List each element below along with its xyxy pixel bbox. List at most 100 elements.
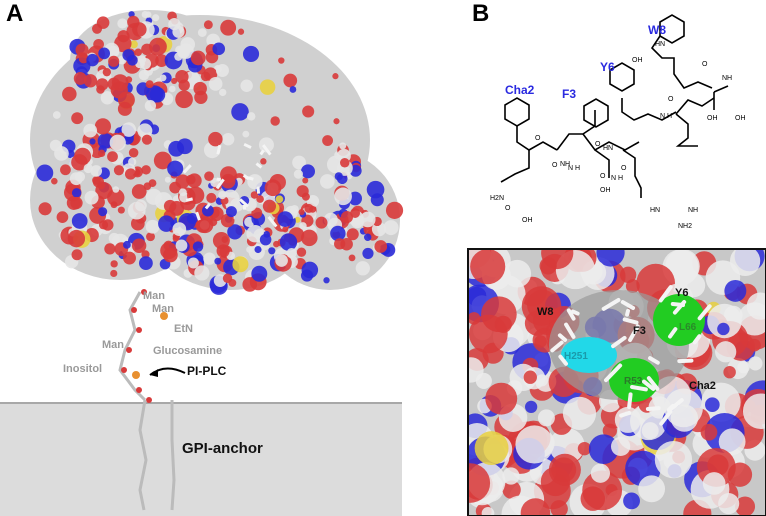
surface-patch [610,436,631,457]
surface-patch [89,138,96,145]
surface-patch [193,81,207,96]
surface-patch [383,220,399,236]
surface-patch [723,365,736,379]
surface-patch [203,252,216,265]
surface-patch [204,171,214,182]
surface-patch [84,190,99,205]
surface-patch [385,201,404,219]
surface-patch [301,261,319,279]
atom-label: O [621,165,627,172]
atom-label: NH [688,207,698,214]
surface-patch [283,73,298,88]
surface-patch [52,111,61,119]
surface-patch [146,85,164,103]
ligand-stick [667,404,675,412]
surface-patch [107,77,121,91]
protein-surface-rendering [30,10,404,511]
surface-patch [228,278,237,287]
surface-patch [470,250,506,285]
ligand-stick [697,304,712,321]
surface-patch [282,226,289,233]
surface-patch [469,463,491,503]
ligand-stick [259,149,265,156]
surface-patch [194,265,210,281]
atom-label: OH [735,115,746,122]
surface-patch [623,492,640,510]
ligand-stick [243,142,252,149]
surface-patch [109,134,126,151]
label-man-3: Man [102,339,124,351]
surface-patch [374,240,388,253]
surface-patch [469,357,484,383]
surface-patch [481,506,495,515]
ligand-stick [255,162,263,169]
surface-patch [520,498,551,515]
chemical-bond [622,149,642,198]
membrane [0,402,402,516]
surface-patch [323,277,330,284]
surface-patch [259,233,272,246]
surface-patch [171,77,178,85]
surface-patch [240,79,253,92]
ligand-stick [630,384,648,392]
surface-patch [258,137,274,153]
surface-patch [134,48,143,57]
glycan-oxygen [136,327,142,333]
surface-patch [355,261,370,276]
panel-a-letter: A [6,0,24,27]
surface-patch [145,219,160,234]
surface-patch [262,199,277,213]
surface-patch [485,382,518,415]
surface-patch [145,80,154,89]
inset-label-cha2: Cha2 [689,380,716,392]
surface-patch [113,165,125,176]
surface-patch [302,177,309,184]
surface-patch [231,103,249,121]
surface-patch [158,215,175,232]
atom-label: OH [632,57,643,64]
surface-patch [334,172,343,181]
surface-patch [97,149,106,158]
surface-patch [481,296,517,333]
surface-patch [700,423,718,441]
surface-patch [298,209,305,216]
surface-patch [220,213,235,228]
surface-patch [242,277,258,292]
label-inositol: Inositol [63,363,103,375]
surface-patch [96,85,105,94]
atom-label: HN [603,145,613,152]
surface-patch [619,266,637,283]
panel-b-letter: B [472,0,490,27]
surface-patch [132,22,147,37]
surface-patch [135,199,147,212]
ligand-stick [550,340,564,353]
atom-label: NH [722,75,732,82]
surface-patch [724,279,747,302]
l66-patch [653,294,705,346]
ligand-stick [216,177,221,182]
surface-patch [71,213,88,229]
ligand-stick [604,363,623,383]
chemical-bond [594,149,610,178]
surface-patch [340,158,350,168]
surface-patch [214,257,222,265]
surface-patch [340,237,353,251]
surface-patch [155,54,168,68]
surface-patch [206,192,217,203]
surface-patch [562,396,597,430]
surface-patch [56,211,69,223]
atom-label: OH [707,115,718,122]
surface-patch [590,463,611,483]
surface-patch [596,250,625,267]
surface-patch [190,50,206,66]
surface-patch [580,486,606,511]
ligand-stick [648,356,660,365]
inset-label-f3: F3 [633,325,646,337]
surface-patch [588,434,619,464]
surface-patch [301,229,318,247]
ligand-stick [658,285,673,303]
surface-patch [123,240,131,249]
surface-patch [502,480,521,499]
atom-label: OH [522,217,533,224]
surface-patch [264,179,282,197]
